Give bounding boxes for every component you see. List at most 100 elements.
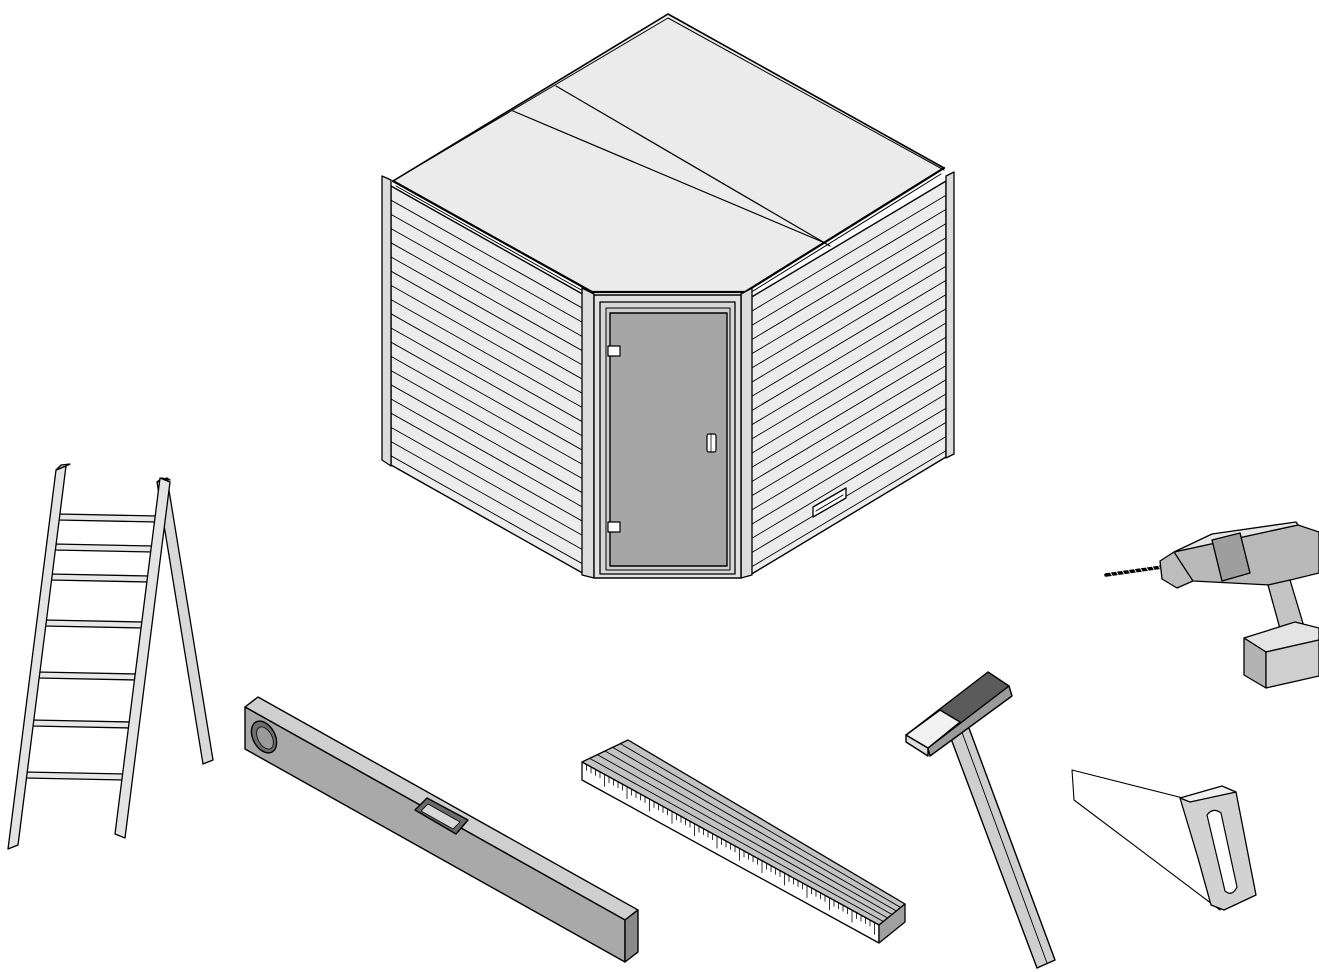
- ladder-rail-front-left: [7, 465, 67, 850]
- wall-plank-line: [390, 299, 587, 411]
- ladder-rail-front-right: [114, 477, 171, 839]
- wall-plank-line: [749, 379, 947, 498]
- ladder-rungs-front: [24, 513, 158, 781]
- wall-plank-line: [390, 327, 587, 439]
- wall-plank-line: [390, 256, 587, 368]
- spirit-level: [244, 696, 639, 963]
- wall-plank-line: [390, 284, 587, 396]
- wall-plank-line: [749, 208, 947, 327]
- saw-handle-top: [1179, 785, 1237, 803]
- wall-plank-line: [390, 412, 587, 524]
- hinge-icon: [607, 345, 621, 357]
- ladder-rung: [24, 771, 126, 781]
- folding-rule-stack: [589, 743, 902, 922]
- ladder-top-cap: [55, 463, 71, 471]
- hammer-head-face: [927, 685, 1013, 757]
- ladder: [7, 463, 214, 850]
- wall-plank-line: [749, 322, 947, 441]
- ladder-rung: [43, 619, 145, 629]
- saw-handle-grip-hole: [1206, 809, 1238, 894]
- drill-bit-flute: [1127, 569, 1132, 575]
- drill-bit-shaft: [1104, 565, 1164, 577]
- spirit-level-side: [244, 706, 626, 963]
- wall-plank-line: [749, 407, 947, 526]
- drill-bit-flute: [1109, 571, 1114, 578]
- roof-panel-seam: [555, 85, 831, 247]
- corner-post-door-right: [740, 287, 753, 579]
- ladder-rung: [30, 719, 132, 729]
- corner-post-right: [945, 171, 955, 459]
- hammer-handle-edge: [955, 715, 1048, 964]
- wall-plank-line: [390, 355, 587, 467]
- wall-plank-line: [390, 213, 587, 325]
- wall-plank-line: [749, 237, 947, 356]
- drill-bit: [1104, 564, 1164, 578]
- drill-body-edge: [1211, 539, 1223, 582]
- wall-plank-line: [749, 251, 947, 370]
- hammer-handle: [943, 711, 1056, 969]
- sauna-cabin: [381, 13, 955, 579]
- folding-rule: [581, 739, 906, 944]
- wall-plank-line: [390, 441, 587, 553]
- left-wall-planks: [390, 199, 587, 567]
- hammer-peen: [905, 709, 961, 749]
- ladder-rung: [37, 671, 138, 681]
- wall-plank-line: [390, 455, 587, 567]
- corner-post-door-left: [581, 287, 595, 579]
- roof-panel-seam: [512, 110, 826, 244]
- wall-plank-line: [390, 270, 587, 382]
- wall-plank-line: [390, 199, 587, 311]
- ladder-rung: [57, 513, 158, 523]
- ladder-rung: [49, 573, 151, 583]
- folding-rule-ticks: [586, 764, 875, 935]
- drill-bit-flute: [1133, 568, 1138, 575]
- corner-post-left: [381, 175, 392, 467]
- drill-bit-flute: [1115, 570, 1120, 577]
- drill-battery-side: [1265, 639, 1319, 689]
- wall-plank-line: [749, 279, 947, 398]
- folding-rule-segment-line: [604, 750, 893, 915]
- wall-plank-line: [749, 194, 947, 313]
- wall-plank-line: [390, 313, 587, 425]
- wall-plank-line: [390, 341, 587, 453]
- roof-edge-trim: [392, 17, 945, 182]
- wall-plank-line: [390, 384, 587, 496]
- hammer: [905, 671, 1056, 969]
- wall-plank-line: [749, 365, 947, 484]
- hand-saw: [1071, 769, 1257, 911]
- cordless-drill: [1104, 521, 1319, 689]
- wall-plank-line: [749, 350, 947, 469]
- folding-rule-segment-line: [612, 746, 897, 912]
- ladder-rung: [53, 543, 155, 553]
- wall-plank-line: [390, 228, 587, 340]
- drill-bit-flute: [1139, 567, 1144, 574]
- spirit-level-end: [624, 909, 639, 963]
- folding-rule-top: [581, 739, 906, 926]
- spirit-level-vial: [420, 803, 461, 830]
- drill-bit-flute: [1121, 569, 1126, 576]
- folding-rule-segment-line: [596, 754, 889, 919]
- drill-bit-flute: [1145, 566, 1150, 573]
- wall-plank-line: [749, 265, 947, 384]
- wall-plank-line: [390, 426, 587, 538]
- wall-plank-line: [749, 294, 947, 413]
- wall-plank-line: [749, 450, 947, 569]
- folding-rule-end: [878, 903, 906, 944]
- wall-plank-line: [749, 436, 947, 555]
- spirit-level-vial-end-inner: [256, 726, 274, 750]
- roof-fascia: [391, 166, 946, 294]
- wall-plank-line: [749, 308, 947, 427]
- hinge-icon: [607, 521, 621, 533]
- wall-plank-line: [749, 336, 947, 455]
- folding-rule-segment-line: [589, 757, 884, 922]
- drill-bit-flute: [1151, 565, 1156, 572]
- wall-plank-line: [749, 223, 947, 342]
- wall-plank-line: [390, 398, 587, 510]
- vent-slot: [815, 494, 844, 512]
- wall-plank-line: [749, 421, 947, 540]
- drill-body-edge: [1239, 532, 1251, 574]
- folding-rule-segment-line: [619, 743, 902, 908]
- wall-plank-line: [390, 242, 587, 354]
